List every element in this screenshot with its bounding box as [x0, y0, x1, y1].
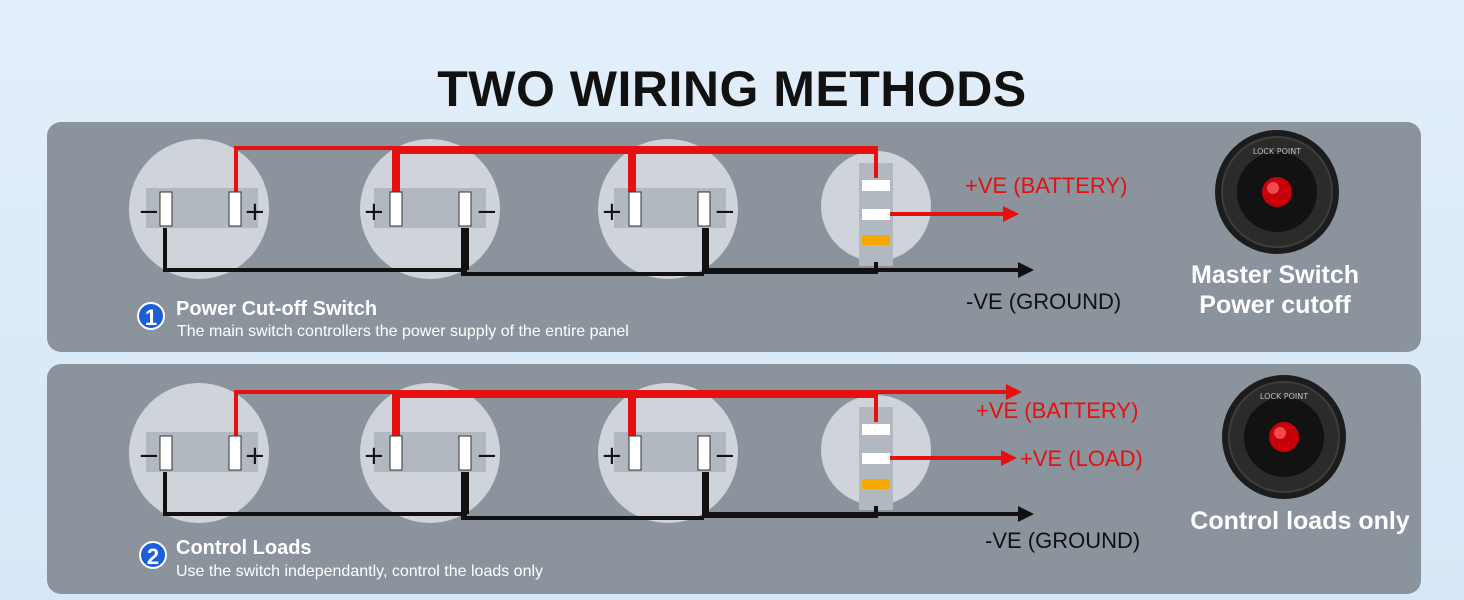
master-switch-image: LOCK POINT: [1215, 130, 1339, 254]
master-terminal-top: [862, 424, 890, 435]
plus-sign: +: [601, 197, 623, 227]
switch-caption: Master Switch Power cutoff: [1175, 260, 1375, 320]
svg-text:LOCK POINT: LOCK POINT: [1260, 392, 1308, 401]
positive-wires-2: [234, 390, 1008, 436]
terminal-minus: [697, 435, 711, 471]
svg-text:LOCK POINT: LOCK POINT: [1253, 147, 1301, 156]
minus-sign: −: [138, 197, 160, 227]
negative-wires-1: [163, 228, 1020, 276]
control-switch-image: LOCK POINT: [1222, 375, 1346, 499]
terminal-plus: [228, 191, 242, 227]
caption-line: Power cutoff: [1199, 291, 1351, 319]
method-2-panel: [47, 364, 1421, 594]
ground-arrow-2: [1018, 506, 1034, 522]
terminal-plus: [389, 435, 403, 471]
minus-sign: −: [714, 197, 736, 227]
minus-sign: −: [714, 441, 736, 471]
terminal-plus: [628, 191, 642, 227]
load-label: +VE (LOAD): [1020, 446, 1143, 471]
terminal-minus: [159, 435, 173, 471]
method-number-badge: 1: [137, 302, 165, 330]
battery-label: +VE (BATTERY): [976, 398, 1139, 423]
terminal-plus: [389, 191, 403, 227]
plus-sign: +: [363, 441, 385, 471]
method-title: Power Cut-off Switch: [176, 298, 378, 320]
master-terminal-mid: [862, 209, 890, 220]
ground-arrow-1: [1018, 262, 1034, 278]
master-terminal-indicator: [862, 479, 890, 489]
method-1-panel: [47, 122, 1421, 352]
positive-wires-1: [234, 146, 878, 192]
minus-sign: −: [476, 441, 498, 471]
master-terminal-indicator: [862, 235, 890, 245]
method-description: Use the switch independantly, control th…: [176, 563, 544, 580]
minus-sign: −: [476, 197, 498, 227]
caption-line: Master Switch: [1190, 261, 1360, 289]
battery-arrow-2: [1006, 384, 1022, 400]
terminal-minus: [458, 191, 472, 227]
method-title: Control Loads: [176, 537, 312, 559]
page-title: TWO WIRING METHODS: [437, 61, 1027, 117]
terminal-plus: [628, 435, 642, 471]
terminal-minus: [159, 191, 173, 227]
plus-sign: +: [601, 441, 623, 471]
terminal-minus: [697, 191, 711, 227]
master-terminal-top: [862, 180, 890, 191]
ground-label: -VE (GROUND): [985, 528, 1141, 553]
plus-sign: +: [244, 197, 266, 227]
ground-label: -VE (GROUND): [966, 289, 1122, 314]
terminal-minus: [458, 435, 472, 471]
switch-caption: Control loads only: [1190, 507, 1410, 535]
method-description: The main switch controllers the power su…: [177, 323, 629, 340]
method-number-badge: 2: [139, 541, 167, 569]
plus-sign: +: [244, 441, 266, 471]
plus-sign: +: [363, 197, 385, 227]
terminal-plus: [228, 435, 242, 471]
negative-wires-2: [163, 472, 1020, 520]
master-terminal-mid: [862, 453, 890, 464]
minus-sign: −: [138, 441, 160, 471]
battery-label: +VE (BATTERY): [965, 173, 1128, 198]
